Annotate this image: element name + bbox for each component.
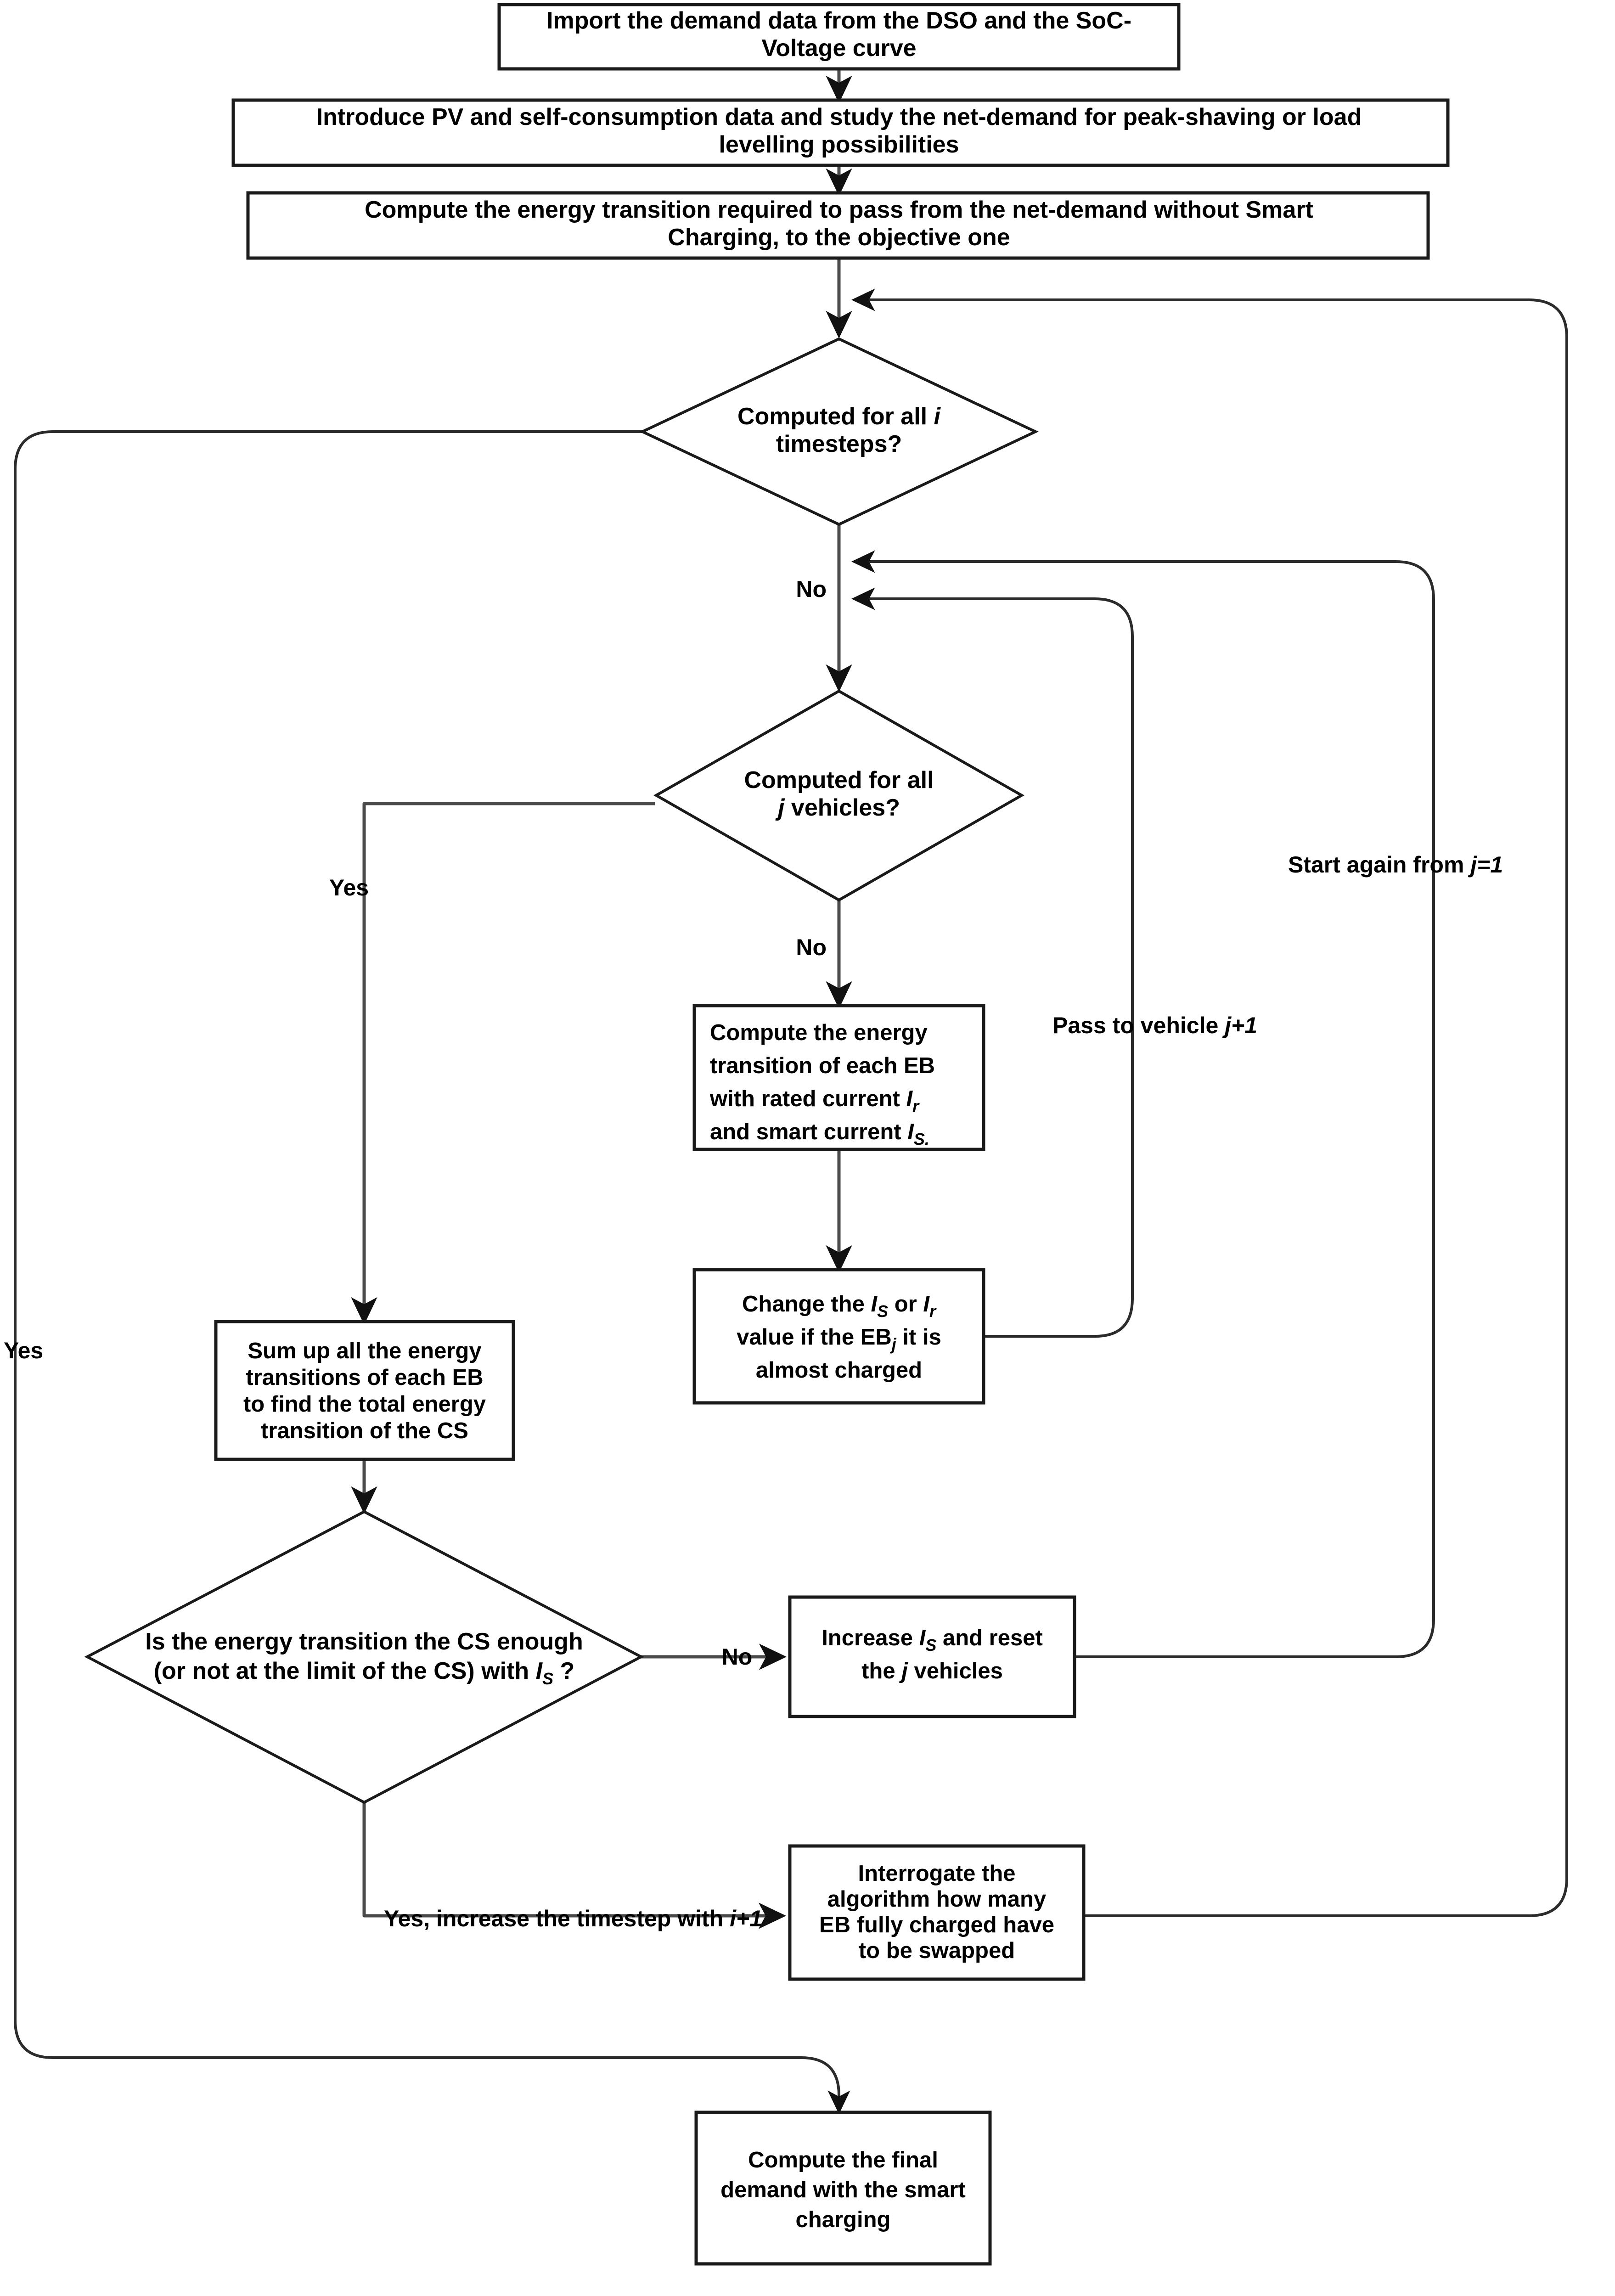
node-sum-up[interactable]: Sum up all the energy transitions of eac… xyxy=(214,1320,515,1461)
edge-change-to-pass-vehicle xyxy=(851,587,1134,1338)
edge-decision-vehicles-yes-to-sum xyxy=(351,802,655,1325)
sum-up-line3: to find the total energy xyxy=(243,1392,486,1417)
node-decision-vehicles[interactable]: Computed for all j vehicles? xyxy=(653,689,1025,902)
label-start-again: Start again from j=1 xyxy=(1288,852,1503,878)
node-interrogate[interactable]: Interrogate the algorithm how many EB fu… xyxy=(788,1844,1086,1981)
node-compute-transition[interactable]: Compute the energy transition required t… xyxy=(246,191,1430,260)
label-no-timesteps: No xyxy=(796,576,827,602)
import-data-line1: Import the demand data from the DSO and … xyxy=(546,7,1131,34)
decision-timesteps-line2: timesteps? xyxy=(776,431,902,457)
edge-labels: No Yes No Yes No Pass to vehicle j+1 Sta… xyxy=(4,576,1503,1931)
introduce-pv-line1: Introduce PV and self-consumption data a… xyxy=(316,104,1362,130)
increase-is-line1: Increase IS and reset xyxy=(822,1626,1043,1654)
node-compute-each-eb[interactable]: Compute the energy transition of each EB… xyxy=(692,1004,985,1151)
final-demand-line1: Compute the final xyxy=(748,2148,938,2172)
sum-up-line1: Sum up all the energy xyxy=(248,1339,481,1363)
interrogate-line4: to be swapped xyxy=(859,1938,1015,1963)
compute-each-eb-line4: and smart current IS. xyxy=(710,1120,929,1148)
node-decision-timesteps[interactable]: Computed for all i timesteps? xyxy=(639,337,1039,526)
label-no-enough: No xyxy=(722,1644,753,1670)
edge-decision-enough-yes-to-interrogate xyxy=(362,1803,787,1929)
node-change-value[interactable]: Change the IS or Ir value if the EBj it … xyxy=(692,1268,985,1405)
node-import-data[interactable]: Import the demand data from the DSO and … xyxy=(497,3,1181,71)
interrogate-line2: algorithm how many xyxy=(827,1887,1046,1912)
sum-up-line4: transition of the CS xyxy=(261,1418,468,1443)
import-data-line2: Voltage curve xyxy=(761,35,916,62)
decision-vehicles-line1: Computed for all xyxy=(744,767,934,793)
sum-up-line2: transitions of each EB xyxy=(246,1365,483,1390)
edge-interrogate-to-top-loop xyxy=(851,288,1568,1917)
decision-enough-line1: Is the energy transition the CS enough xyxy=(145,1628,583,1655)
change-value-line1: Change the IS or Ir xyxy=(742,1292,937,1321)
interrogate-line3: EB fully charged have xyxy=(819,1913,1054,1937)
interrogate-line1: Interrogate the xyxy=(858,1861,1015,1886)
node-final-demand[interactable]: Compute the final demand with the smart … xyxy=(694,2110,992,2266)
introduce-pv-line2: levelling possibilities xyxy=(719,131,959,158)
change-value-line2: value if the EBj it is xyxy=(737,1325,941,1354)
label-pass-to-vehicle: Pass to vehicle j+1 xyxy=(1052,1013,1257,1038)
label-yes-vehicles: Yes xyxy=(329,875,369,900)
compute-each-eb-line3: with rated current Ir xyxy=(709,1086,920,1115)
node-increase-is[interactable]: Increase IS and reset the j vehicles xyxy=(788,1595,1076,1718)
decision-timesteps-line1: Computed for all i xyxy=(737,403,941,430)
decision-vehicles-line2: j vehicles? xyxy=(775,794,900,821)
final-demand-line3: charging xyxy=(796,2207,891,2232)
label-no-vehicles: No xyxy=(796,934,827,960)
increase-is-line2: the j vehicles xyxy=(861,1659,1003,1683)
connectors xyxy=(14,68,1568,2115)
label-yes-left-outer: Yes xyxy=(4,1338,43,1363)
node-decision-enough[interactable]: Is the energy transition the CS enough (… xyxy=(84,1510,644,1804)
compute-transition-line1: Compute the energy transition required t… xyxy=(365,197,1313,223)
label-yes-increase-timestep: Yes, increase the timestep with i+1 xyxy=(384,1906,762,1931)
change-value-line3: almost charged xyxy=(756,1358,922,1383)
final-demand-line2: demand with the smart xyxy=(720,2178,966,2202)
decision-enough-line2: (or not at the limit of the CS) with IS … xyxy=(154,1658,575,1688)
compute-transition-line2: Charging, to the objective one xyxy=(668,224,1010,251)
compute-each-eb-line1: Compute the energy xyxy=(710,1020,928,1045)
edge-decision-timesteps-yes-to-final xyxy=(14,430,850,2115)
node-introduce-pv[interactable]: Introduce PV and self-consumption data a… xyxy=(231,98,1450,167)
edge-increase-to-restart-j xyxy=(851,550,1435,1658)
compute-each-eb-line2: transition of each EB xyxy=(710,1053,935,1078)
